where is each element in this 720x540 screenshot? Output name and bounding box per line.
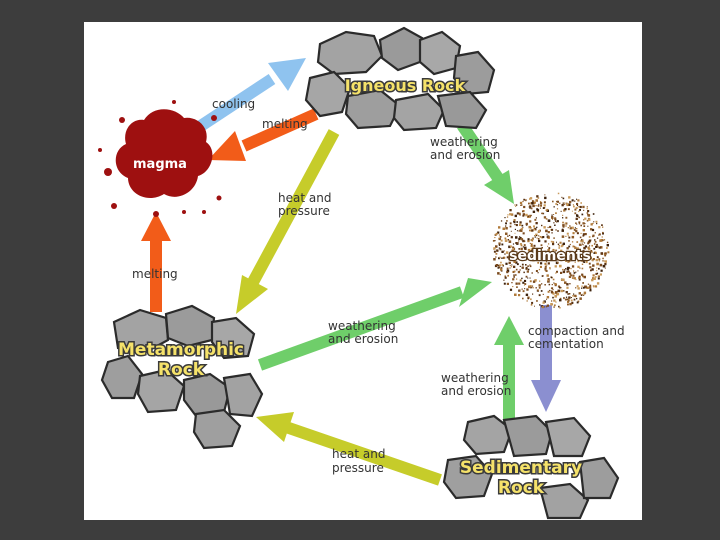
weathering-bottom-label-2: and erosion	[441, 384, 511, 398]
cooling-label: cooling	[212, 97, 255, 111]
sedimentary-rock-label-line2: Rock	[498, 478, 545, 498]
sediments-cloud	[492, 192, 610, 309]
weathering-mid-label-2: and erosion	[328, 332, 398, 346]
arrow-weathering-mid	[257, 278, 492, 371]
rock-cycle-svg: Igneous Rock magma sediments Metamorphic…	[98, 26, 625, 520]
melting-left-label: melting	[132, 267, 178, 281]
igneous-rock-pile	[304, 26, 496, 132]
weathering-top-label-2: and erosion	[430, 148, 500, 162]
magma-label: magma	[133, 157, 187, 172]
heat-pressure-top-label-1: heat and	[278, 191, 331, 205]
compaction-label-2: cementation	[528, 337, 604, 351]
sedimentary-rock-pile	[442, 414, 620, 520]
heat-pressure-bottom-label-2: pressure	[332, 461, 384, 475]
arrow-melting-top	[208, 108, 319, 161]
heat-pressure-bottom-label-1: heat and	[332, 447, 385, 461]
metamorphic-rock-label-line2: Rock	[158, 360, 205, 380]
sediments-label: sediments	[509, 248, 591, 264]
arrow-compaction	[531, 305, 561, 412]
arrow-weathering-bottom	[494, 316, 524, 422]
arrow-heat-pressure-bottom	[256, 412, 442, 486]
sedimentary-rock-label-line1: Sedimentary	[460, 458, 582, 478]
magma-blob	[98, 100, 222, 217]
igneous-rock-label: Igneous Rock	[345, 76, 466, 95]
compaction-label-1: compaction and	[528, 324, 625, 338]
arrow-weathering-top	[457, 121, 514, 204]
melting-top-label: melting	[262, 117, 308, 131]
arrow-heat-pressure-top	[236, 129, 340, 314]
weathering-bottom-label-1: weathering	[441, 371, 509, 385]
heat-pressure-top-label-2: pressure	[278, 204, 330, 218]
weathering-top-label-1: weathering	[430, 135, 498, 149]
metamorphic-rock-pile	[100, 304, 264, 450]
arrow-melting-left	[141, 212, 171, 312]
weathering-mid-label-1: weathering	[328, 319, 396, 333]
metamorphic-rock-label-line1: Metamorphic	[118, 340, 244, 360]
rock-cycle-diagram: Igneous Rock magma sediments Metamorphic…	[84, 22, 642, 520]
